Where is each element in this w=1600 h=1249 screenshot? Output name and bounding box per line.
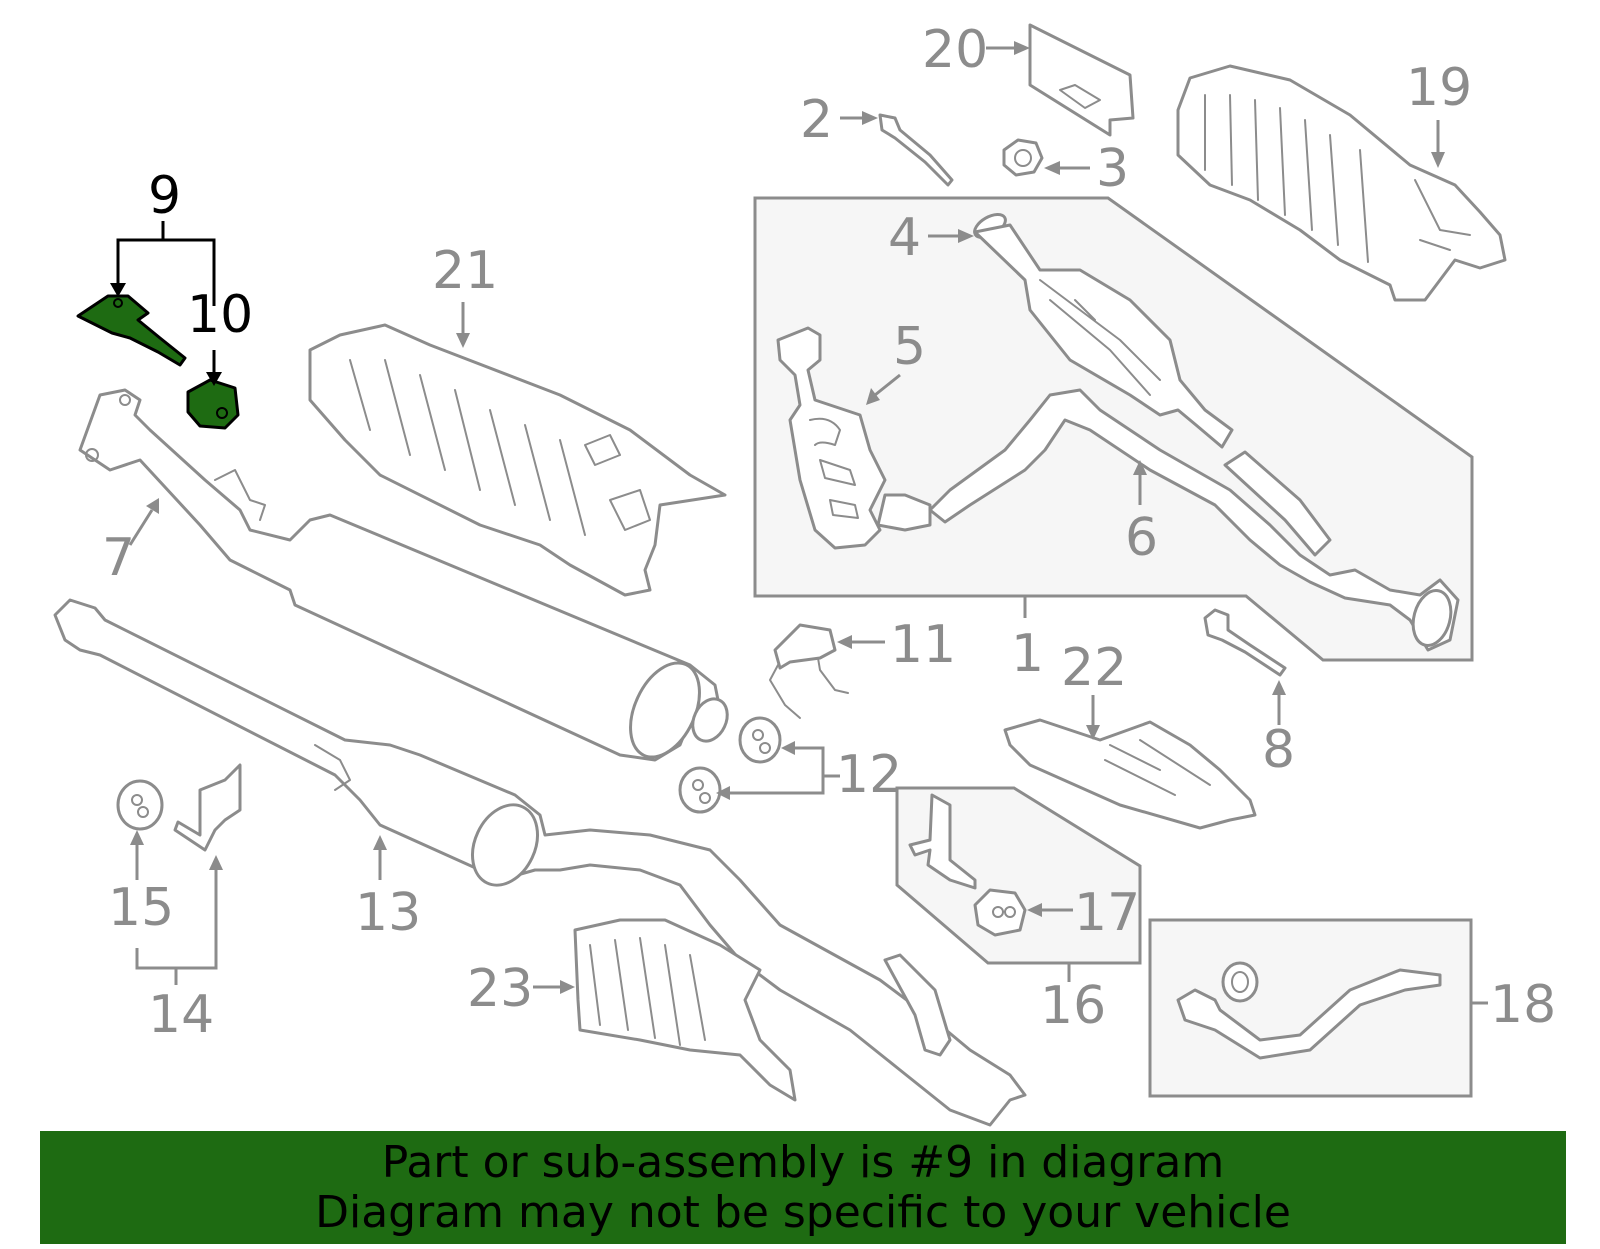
insulator-15[interactable] xyxy=(116,779,164,831)
callout-14: 14 xyxy=(148,985,214,1045)
callout-17: 17 xyxy=(1074,883,1140,943)
oxygen-sensor-2[interactable] xyxy=(878,113,954,187)
callout-6: 6 xyxy=(1125,508,1158,568)
callout-7: 7 xyxy=(102,528,135,588)
hanger-bracket-11[interactable] xyxy=(769,623,849,719)
insulator-17[interactable] xyxy=(973,888,1027,937)
tail-pipe-muffler-13[interactable] xyxy=(53,598,1027,1127)
callout-8: 8 xyxy=(1262,720,1295,780)
hanger-bracket-16[interactable] xyxy=(908,793,977,890)
callout-3: 3 xyxy=(1096,139,1129,199)
bolt-8[interactable] xyxy=(1203,608,1287,677)
callout-18: 18 xyxy=(1490,975,1556,1035)
catalytic-converter-4[interactable] xyxy=(971,210,1234,449)
callout-23: 23 xyxy=(467,959,533,1019)
callout-4: 4 xyxy=(888,208,921,268)
heat-shield-19[interactable] xyxy=(1176,64,1507,302)
callout-1: 1 xyxy=(1011,624,1044,684)
callout-19: 19 xyxy=(1406,58,1472,118)
insulator-10[interactable] xyxy=(186,378,240,430)
part-info-banner: Part or sub-assembly is #9 in diagram Di… xyxy=(40,1131,1566,1244)
banner-line-1: Part or sub-assembly is #9 in diagram xyxy=(381,1137,1225,1188)
assembly-16-box xyxy=(895,786,1142,965)
callout-11: 11 xyxy=(890,615,956,675)
leader-lines xyxy=(110,41,1488,1005)
callout-20: 20 xyxy=(922,20,988,80)
nut-3[interactable] xyxy=(1002,138,1044,177)
front-pipe-6[interactable] xyxy=(928,388,1460,652)
callout-21: 21 xyxy=(432,241,498,301)
callout-15: 15 xyxy=(108,878,174,938)
catalyst-5[interactable] xyxy=(776,326,932,550)
callout-13: 13 xyxy=(355,883,421,943)
heat-shield-21[interactable] xyxy=(308,323,727,597)
hanger-bracket-14[interactable] xyxy=(173,763,242,852)
callout-16: 16 xyxy=(1040,976,1106,1036)
callout-labels: 9 10 20 19 2 3 4 21 5 6 7 11 1 22 8 12 1… xyxy=(102,20,1556,1045)
muffler-pipe-7[interactable] xyxy=(78,388,734,768)
callout-5: 5 xyxy=(893,317,926,377)
callout-22: 22 xyxy=(1061,638,1127,698)
insulator-12-lower[interactable] xyxy=(678,766,722,814)
callout-10: 10 xyxy=(187,285,253,345)
bracket-9[interactable] xyxy=(76,294,187,367)
callout-9: 9 xyxy=(148,166,181,226)
heat-shield-22[interactable] xyxy=(1003,718,1257,830)
heat-shield-20[interactable] xyxy=(1028,23,1135,137)
banner-line-2: Diagram may not be specific to your vehi… xyxy=(315,1187,1291,1238)
insulator-12-upper[interactable] xyxy=(738,716,782,764)
callout-12: 12 xyxy=(836,745,902,805)
tail-pipe-extension-18[interactable] xyxy=(1176,961,1442,1060)
callout-2: 2 xyxy=(800,90,833,150)
heat-shield-23[interactable] xyxy=(573,918,797,1102)
